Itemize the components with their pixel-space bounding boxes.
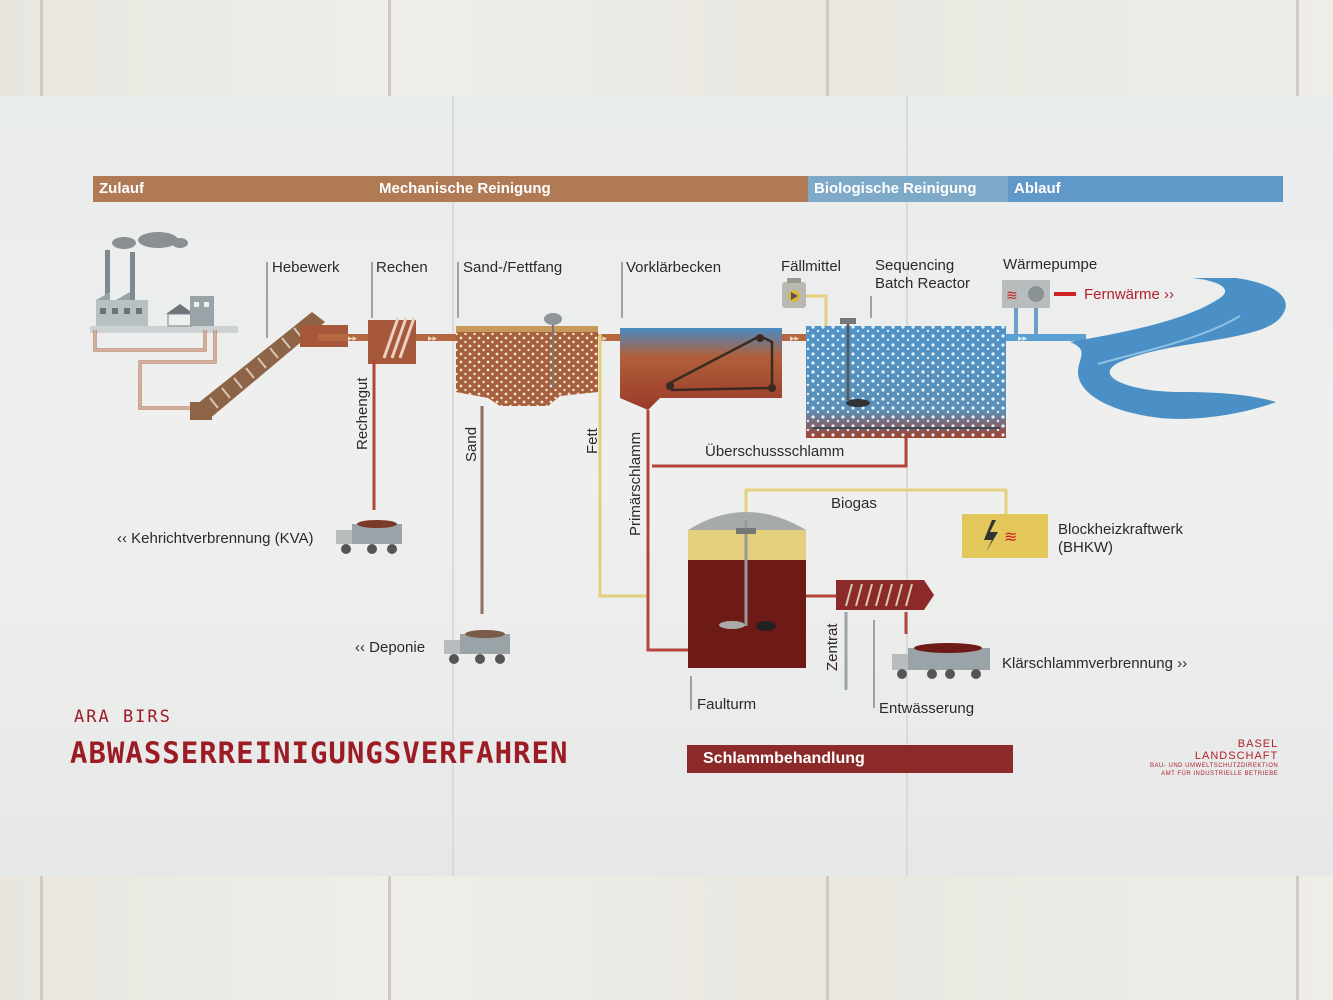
label-entwaesserung: Entwässerung <box>879 700 975 717</box>
heat-pump: ≋ <box>1002 280 1076 334</box>
label-rechengut: Rechengut <box>354 377 371 450</box>
band-schlammbehandlung: Schlammbehandlung <box>687 745 1013 773</box>
band-zulauf: Zulauf <box>93 176 373 202</box>
label-bhkw-line2: (BHKW) <box>1058 539 1113 556</box>
label-sbr-line2: Batch Reactor <box>875 275 971 292</box>
logo-line1: BASEL <box>1237 738 1279 750</box>
basel-landschaft-logo: BASEL LANDSCHAFT BAU- UND UMWELTSCHUTZDI… <box>1150 738 1278 778</box>
band-schlammbehandlung-label: Schlammbehandlung <box>703 750 865 767</box>
svg-text:▸▸: ▸▸ <box>1018 334 1028 344</box>
label-biogas: Biogas <box>831 495 877 512</box>
label-vorklaerbecken: Vorklärbecken <box>626 259 722 276</box>
board-seam <box>906 96 908 876</box>
label-primaerschlamm: Primärschlamm <box>627 431 644 536</box>
inflow-pipes <box>93 330 217 410</box>
label-faellmittel: Fällmittel <box>781 258 842 275</box>
truck-kva-icon <box>336 520 402 554</box>
label-rechen: Rechen <box>376 259 428 276</box>
flow-lines <box>372 334 1008 690</box>
label-fett: Fett <box>584 428 601 454</box>
primary-clarifier <box>620 328 782 410</box>
sequencing-batch-reactor <box>806 318 1006 438</box>
river <box>1070 278 1286 419</box>
screen-rechen <box>368 317 416 364</box>
label-hebewerk: Hebewerk <box>272 259 340 276</box>
logo-line2: LANDSCHAFT <box>1194 750 1279 762</box>
label-fernwaerme: Fernwärme ›› <box>1084 286 1175 303</box>
dewatering-press <box>836 580 934 610</box>
label-zentrat: Zentrat <box>824 623 841 671</box>
label-sand: Sand <box>463 426 480 462</box>
label-kva: ‹‹ Kehrichtverbrennung (KVA) <box>117 530 314 547</box>
factory-icon <box>90 232 238 333</box>
poster-title: ABWASSERREINIGUNGSVERFAHREN <box>70 736 569 770</box>
label-sand-fettfang: Sand-/Fettfang <box>463 259 563 276</box>
label-klaerschlammverbrennung: Klärschlammverbrennung ›› <box>1002 655 1188 672</box>
svg-text:▸▸: ▸▸ <box>598 334 608 344</box>
digester-tower <box>688 512 806 668</box>
label-deponie: ‹‹ Deponie <box>355 639 426 656</box>
logo-line4: AMT FÜR INDUSTRIELLE BETRIEBE <box>1161 771 1279 777</box>
truck-sludge-icon <box>892 643 990 679</box>
plant-name: ARA BIRS <box>74 707 172 727</box>
truck-deponie-icon <box>444 630 510 664</box>
svg-text:▸▸: ▸▸ <box>428 334 438 344</box>
svg-text:≋: ≋ <box>1006 288 1018 304</box>
band-ablauf-label: Ablauf <box>1014 180 1061 197</box>
board-seam <box>452 96 454 876</box>
band-mechanische-reinigung: Mechanische Reinigung <box>373 176 808 202</box>
svg-text:▸▸: ▸▸ <box>348 334 358 344</box>
label-sbr-line1: Sequencing <box>875 257 955 274</box>
label-ueberschussschlamm: Überschussschlamm <box>705 443 845 460</box>
band-ablauf: Ablauf <box>1008 176 1283 202</box>
leader-lines <box>266 262 875 710</box>
band-mechanisch-label: Mechanische Reinigung <box>379 180 551 197</box>
poster-board <box>0 96 1333 876</box>
band-biologische-reinigung: Biologische Reinigung <box>808 176 1008 202</box>
label-waermepumpe: Wärmepumpe <box>1003 256 1098 273</box>
label-faulturm: Faulturm <box>697 696 757 713</box>
logo-line3: BAU- UND UMWELTSCHUTZDIREKTION <box>1150 763 1279 769</box>
svg-text:≋: ≋ <box>1004 527 1017 546</box>
band-zulauf-label: Zulauf <box>99 180 144 197</box>
label-bhkw-line1: Blockheizkraftwerk <box>1058 521 1184 538</box>
chp-plant-icon: ≋ <box>962 514 1048 558</box>
svg-text:▸▸: ▸▸ <box>790 334 800 344</box>
band-biologisch-label: Biologische Reinigung <box>814 180 977 197</box>
grit-chamber <box>456 313 598 406</box>
